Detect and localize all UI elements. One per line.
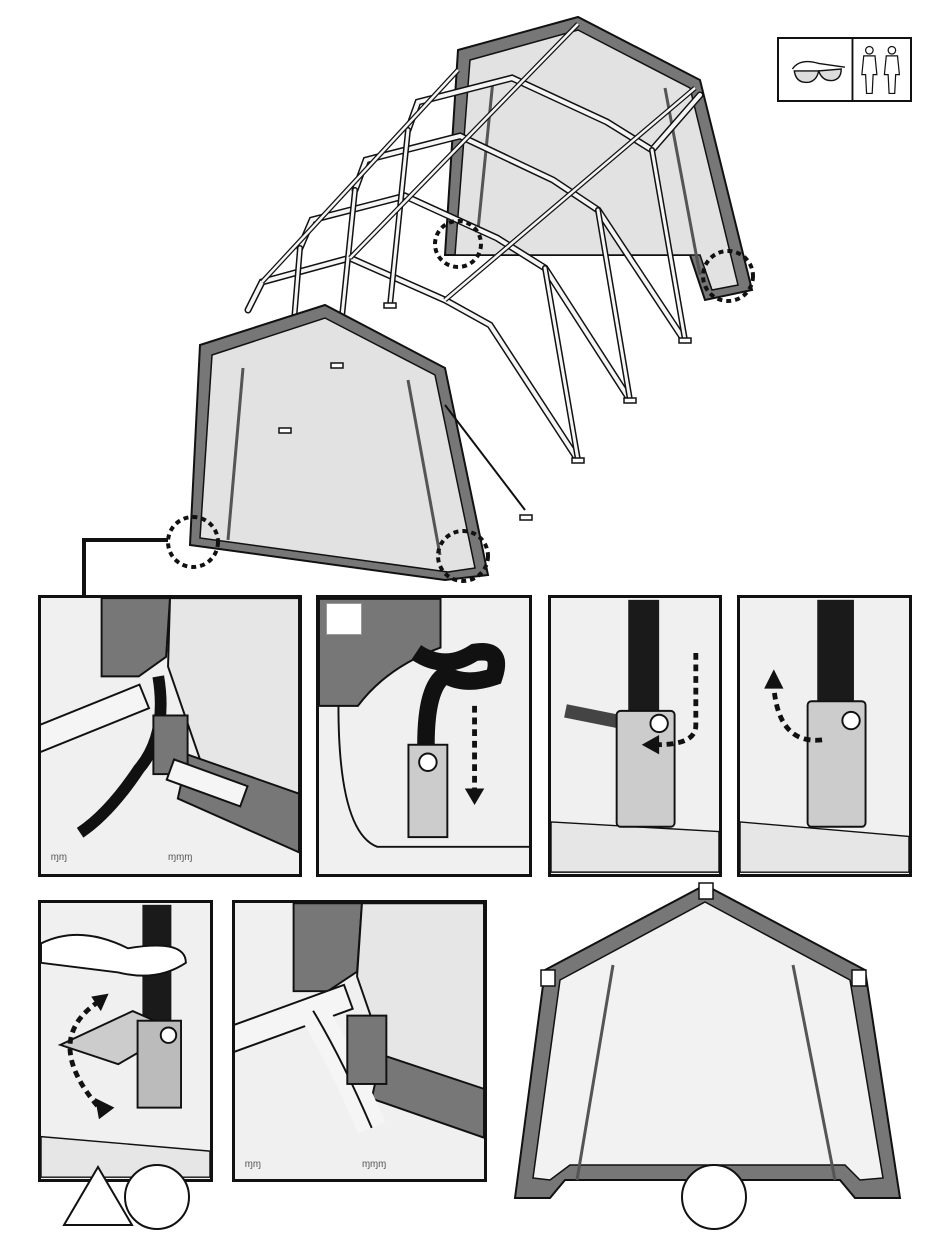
front-end-panel — [190, 305, 525, 580]
step-circle-left — [123, 1163, 191, 1231]
two-people-icon — [862, 47, 900, 94]
safety-icons — [779, 39, 910, 100]
ratchet-feed-illustration — [551, 598, 719, 874]
rear-end-panel — [445, 17, 752, 300]
detail-pointer-arrow — [84, 540, 168, 600]
anchor-overview-illustration: ɱɱ ɱɱɱ — [41, 598, 299, 874]
panel-ratchet-feed — [548, 595, 722, 877]
strap-thread-illustration — [319, 598, 529, 874]
svg-text:ɱɱɱ: ɱɱɱ — [168, 852, 192, 863]
panel-anchor-overview: ɱɱ ɱɱɱ — [38, 595, 302, 877]
svg-text:ɱɱɱ: ɱɱɱ — [362, 1159, 386, 1170]
svg-text:ɱɱ: ɱɱ — [245, 1159, 261, 1170]
panel-ratchet-tighten — [38, 900, 213, 1182]
panel-ratchet-pull — [737, 595, 912, 877]
ratchet-tighten-illustration — [41, 903, 210, 1179]
step-circle-right — [680, 1163, 748, 1231]
step-number-box — [326, 603, 362, 635]
svg-text:ɱɱ: ɱɱ — [51, 852, 67, 863]
safety-requirements-box — [777, 37, 912, 102]
panel-anchor-secured: ɱɱ ɱɱɱ — [232, 900, 487, 1182]
safety-glasses-icon — [792, 62, 845, 83]
panel-strap-thread — [316, 595, 532, 877]
ratchet-pull-illustration — [740, 598, 909, 874]
anchor-secured-illustration: ɱɱ ɱɱɱ — [235, 903, 484, 1179]
